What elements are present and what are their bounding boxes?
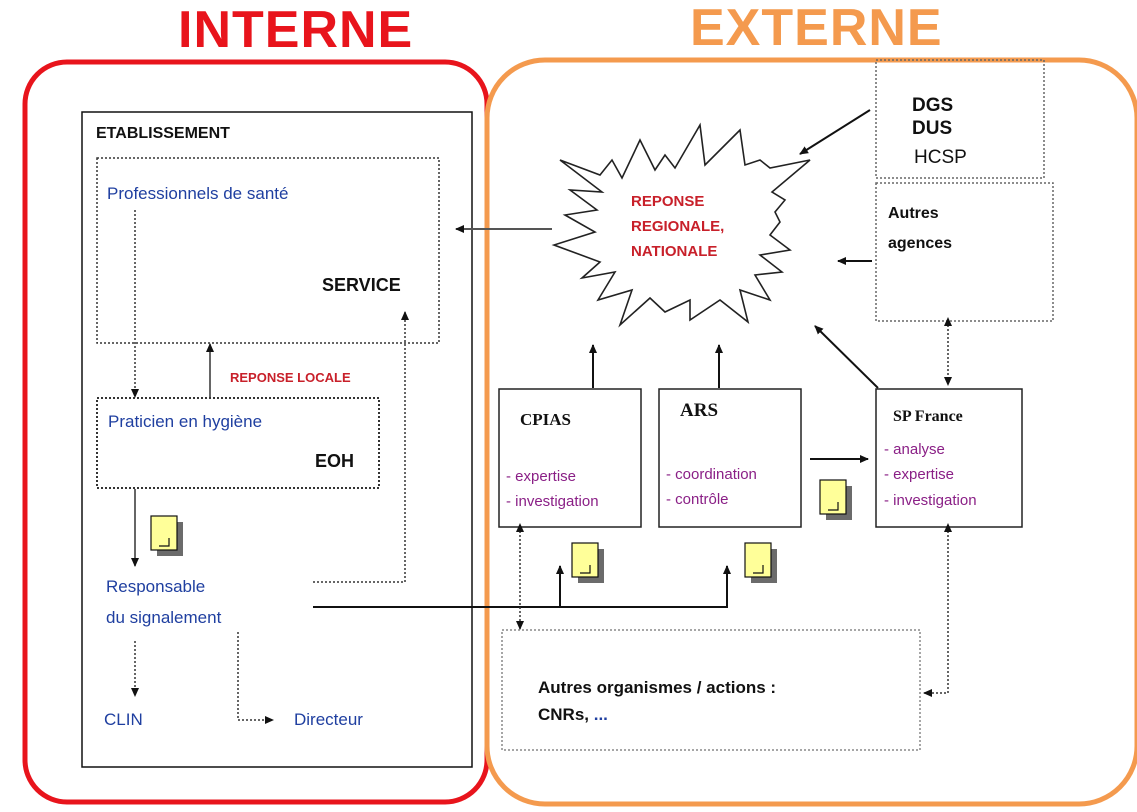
establishment-label: ETABLISSEMENT xyxy=(96,125,230,142)
spfrance-title: SP France xyxy=(893,408,963,425)
arrow-spfrance-to-response xyxy=(814,325,879,389)
spfrance-item2: - expertise xyxy=(884,466,955,483)
arrow-reporting-to-director xyxy=(237,632,274,724)
internal-frame xyxy=(22,59,490,805)
reporting-manager-line2: du signalement xyxy=(106,608,222,627)
document-icon xyxy=(571,542,604,583)
director-label: Directeur xyxy=(294,710,363,729)
ars-item1: - coordination xyxy=(666,466,757,483)
ars-box xyxy=(658,388,802,528)
other-orgs-line1: Autres organismes / actions : xyxy=(538,678,777,697)
local-response-label: REPONSE LOCALE xyxy=(230,370,351,385)
internal-heading: INTERNE xyxy=(178,1,414,59)
service-label: SERVICE xyxy=(322,275,401,295)
response-line1: REPONSE xyxy=(631,193,705,210)
arrow-reporting-to-service xyxy=(313,311,409,583)
eoh-label: EOH xyxy=(315,451,355,471)
other-agencies-line2: agences xyxy=(888,235,953,252)
ars-item2: - contrôle xyxy=(666,491,729,508)
cpias-box xyxy=(498,388,642,528)
arrow-spfrance-otherorgs xyxy=(923,523,952,697)
external-heading: EXTERNE xyxy=(690,0,943,57)
document-icon xyxy=(744,542,777,583)
spfrance-item1: - analyse xyxy=(884,441,945,458)
external-frame xyxy=(484,57,1137,807)
cpias-item1: - expertise xyxy=(506,468,577,485)
clin-label: CLIN xyxy=(104,710,143,729)
other-orgs-ellipsis: ... xyxy=(593,705,608,724)
cpias-title: CPIAS xyxy=(520,410,572,429)
document-icon xyxy=(819,479,852,520)
response-starburst xyxy=(551,122,811,328)
other-orgs-line2: CNRs, ... xyxy=(538,706,608,723)
spfrance-item3: - investigation xyxy=(884,492,977,509)
service-box xyxy=(96,157,440,344)
other-orgs-cnrs: CNRs, xyxy=(538,705,594,724)
hygiene-practitioner-label: Praticien en hygiène xyxy=(108,412,263,431)
dgs-label: DGS xyxy=(912,95,954,116)
cpias-item2: - investigation xyxy=(506,493,599,510)
response-line2: REGIONALE, xyxy=(631,218,725,235)
document-icon xyxy=(150,515,183,556)
spfrance-box xyxy=(875,388,1023,528)
other-agencies-box xyxy=(875,182,1054,322)
ars-title: ARS xyxy=(680,400,719,421)
other-agencies-line1: Autres xyxy=(888,205,939,222)
reporting-manager-line1: Responsable xyxy=(106,577,206,596)
dus-label: DUS xyxy=(912,118,953,139)
eoh-box xyxy=(96,397,380,489)
response-line3: NATIONALE xyxy=(631,243,718,260)
arrow-dgs-to-response xyxy=(799,109,871,155)
establishment-box xyxy=(81,111,473,768)
hcsp-label: HCSP xyxy=(914,147,967,168)
professionals-label: Professionnels de santé xyxy=(107,184,289,203)
dgs-box xyxy=(875,59,1045,179)
other-orgs-box xyxy=(501,629,921,751)
arrow-reporting-to-ars xyxy=(313,565,731,608)
